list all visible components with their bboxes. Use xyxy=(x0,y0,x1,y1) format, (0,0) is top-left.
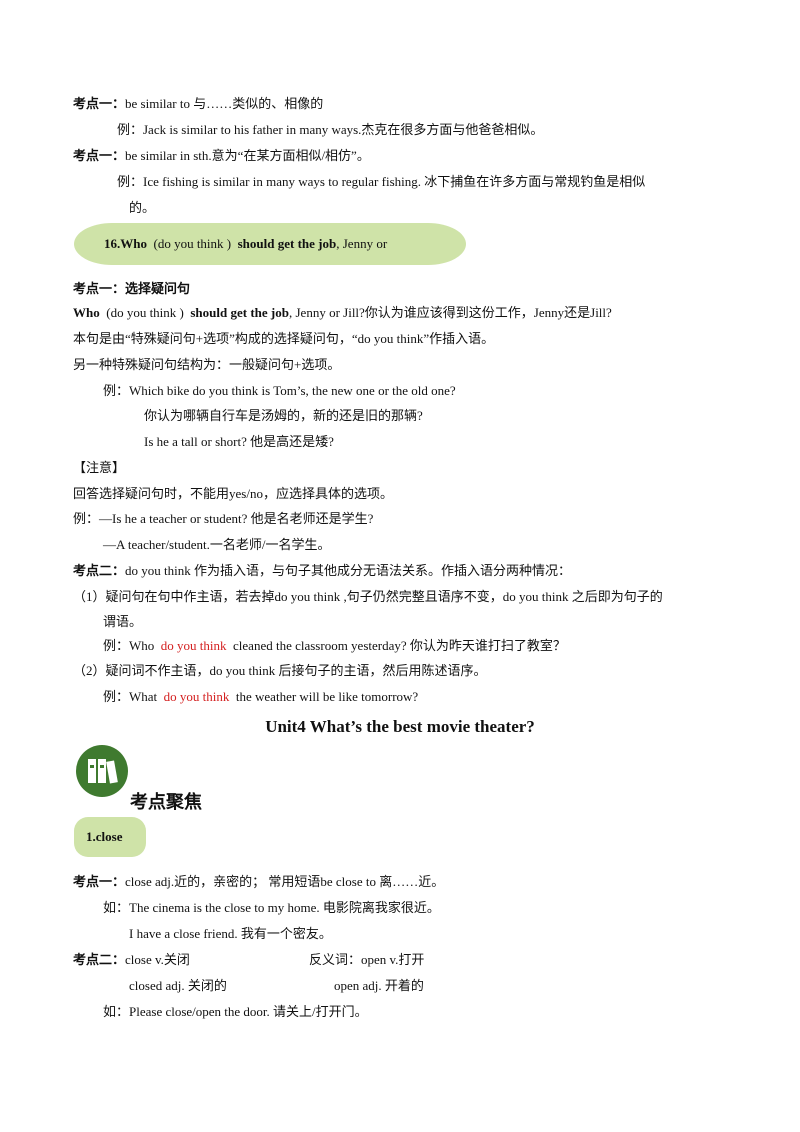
example-rest: the weather will be like tomorrow? xyxy=(235,689,419,704)
sentence-badge-text: 16.Who (do you think ) should get the jo… xyxy=(104,235,387,253)
example-line: I have a close friend. 我有一个密友。 xyxy=(129,926,332,941)
line-text: , Jenny or Jill?你认为谁应该得到这份工作，Jenny还是Jill… xyxy=(288,305,612,320)
line: 考点一：be similar to 与……类似的、相像的 xyxy=(73,95,323,113)
example-prefix: 例：What xyxy=(103,689,158,704)
line: （1）疑问句在句中作主语，若去掉do you think ,句子仍然完整且语序不… xyxy=(73,589,663,604)
line: Who (do you think ) should get the job, … xyxy=(73,304,612,322)
who-word: Who xyxy=(73,305,100,320)
sentence-badge xyxy=(74,223,466,265)
line: 考点二：do you think 作为插入语，与句子其他成分无语法关系。作插入语… xyxy=(73,562,571,580)
line: 考点一：close adj.近的，亲密的； 常用短语be close to 离…… xyxy=(73,873,444,891)
point-tag: 考点二： xyxy=(73,563,126,578)
example-line: 例：What do you think the weather will be … xyxy=(103,688,418,706)
bold-phrase: should get the job xyxy=(190,305,289,320)
example-line: 例：Which bike do you think is Tom’s, the … xyxy=(103,383,456,398)
example-line: —A teacher/student.一名老师/一名学生。 xyxy=(103,537,331,552)
line-text: close v.关闭 xyxy=(125,952,190,967)
point-tag: 考点一： xyxy=(73,874,126,889)
point-heading: 考点一：选择疑问句 xyxy=(73,281,191,296)
badge-mid: (do you think ) xyxy=(153,236,232,251)
point-tag: 考点二： xyxy=(73,952,126,967)
example-line: 如：The cinema is the close to my home. 电影… xyxy=(103,900,440,915)
example-line: 如：Please close/open the door. 请关上/打开门。 xyxy=(103,1004,368,1019)
antonym-text: open adj. 开着的 xyxy=(334,978,424,993)
example-line: 例：Ice fishing is similar in many ways to… xyxy=(117,174,646,189)
line: 本句是由“特殊疑问句+选项”构成的选择疑问句，“do you think”作插入… xyxy=(73,331,495,346)
badge-tail: , Jenny or xyxy=(336,236,388,251)
line-text: be similar in sth.意为“在某方面相似/相仿”。 xyxy=(125,148,370,163)
unit-title: Unit4 What’s the best movie theater? xyxy=(265,717,535,736)
point-tag: 考点一： xyxy=(73,96,126,111)
example-line: 你认为哪辆自行车是汤姆的，新的还是旧的那辆? xyxy=(144,408,423,423)
line-text: close adj.近的，亲密的； 常用短语be close to 离……近。 xyxy=(125,874,445,889)
example-line: 例：Who do you think cleaned the classroom… xyxy=(103,637,566,655)
highlight-phrase: do you think xyxy=(160,638,227,653)
line: 另一种特殊疑问句结构为：一般疑问句+选项。 xyxy=(73,357,341,372)
section-title: 考点聚焦 xyxy=(130,792,202,813)
books-icon xyxy=(76,745,128,797)
example-line: Is he a tall or short? 他是高还是矮? xyxy=(144,434,334,449)
line: 考点二：close v.关闭 xyxy=(73,951,190,969)
note-heading: 【注意】 xyxy=(73,460,126,475)
example-rest: cleaned the classroom yesterday? 你认为昨天谁打… xyxy=(233,638,566,653)
highlight-phrase: do you think xyxy=(163,689,230,704)
example-line: 的。 xyxy=(129,200,156,215)
line-text: closed adj. 关闭的 xyxy=(129,978,227,993)
example-prefix: 例：Who xyxy=(103,638,155,653)
example-line: 例：Jack is similar to his father in many … xyxy=(117,122,544,137)
word-badge xyxy=(74,817,146,857)
line: 回答选择疑问句时，不能用yes/no，应选择具体的选项。 xyxy=(73,486,393,501)
antonym-text: 反义词：open v.打开 xyxy=(309,952,425,967)
point-tag: 考点一： xyxy=(73,148,126,163)
line: 考点一：be similar in sth.意为“在某方面相似/相仿”。 xyxy=(73,147,370,165)
word-badge-text: 1.close xyxy=(86,829,123,844)
example-line: 例：—Is he a teacher or student? 他是名老师还是学生… xyxy=(73,511,374,526)
insert-phrase: (do you think ) xyxy=(106,305,184,320)
line: （2）疑问词不作主语，do you think 后接句子的主语，然后用陈述语序。 xyxy=(73,663,487,678)
line-text: do you think 作为插入语，与句子其他成分无语法关系。作插入语分两种情… xyxy=(125,563,571,578)
badge-bold: should get the job xyxy=(237,236,337,251)
line: 谓语。 xyxy=(103,614,143,629)
line-text: be similar to 与……类似的、相像的 xyxy=(125,96,324,111)
badge-number: 16.Who xyxy=(104,236,147,251)
